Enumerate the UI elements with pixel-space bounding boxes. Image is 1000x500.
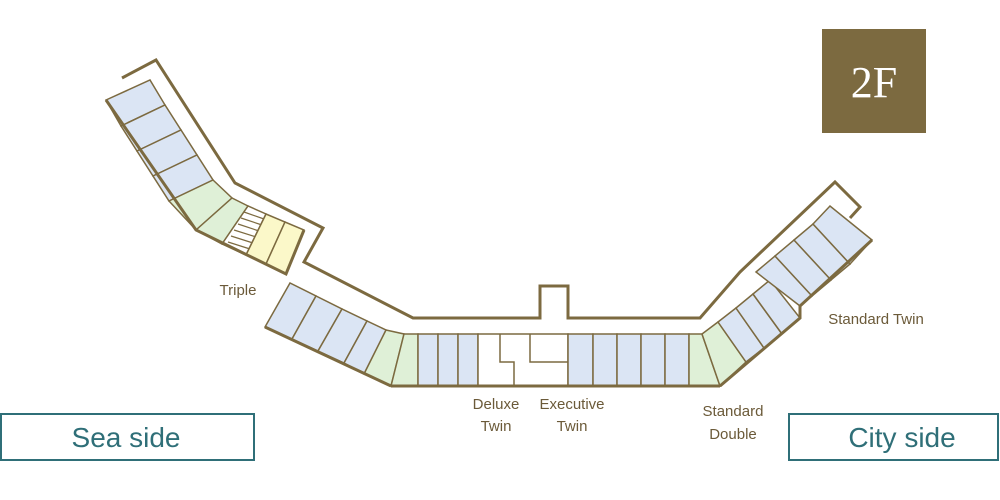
room-twin xyxy=(417,333,439,387)
stairs-lines xyxy=(227,211,265,250)
room-labels: Triple Standard Twin Deluxe Twin Executi… xyxy=(220,282,924,443)
room-twin xyxy=(457,333,479,387)
floor-badge: 2F xyxy=(822,29,926,133)
sea-side-box: Sea side xyxy=(0,413,255,461)
sea-side-label: Sea side xyxy=(72,422,181,453)
city-wing-rooms xyxy=(701,204,874,388)
rooms xyxy=(104,79,874,388)
label-triple: Triple xyxy=(220,282,257,299)
service-partition xyxy=(499,334,515,386)
label-executive-twin-line2: Twin xyxy=(557,418,588,435)
floor-badge-bg xyxy=(822,29,926,133)
city-side-box: City side xyxy=(788,413,999,461)
label-deluxe-twin-line1: Deluxe xyxy=(473,396,520,413)
room-twin xyxy=(640,333,666,387)
city-side-label: City side xyxy=(848,422,955,453)
label-standard-double-line2: Double xyxy=(709,426,757,443)
central-rooms xyxy=(391,333,722,388)
wing-outer-wall xyxy=(104,99,306,277)
room-twin xyxy=(567,333,594,387)
room-twin xyxy=(592,333,618,387)
lower-outer-wall xyxy=(264,325,392,388)
sea-lower-rooms xyxy=(263,282,419,388)
sea-wing-rooms xyxy=(104,79,306,277)
service-area xyxy=(477,333,569,387)
corridor-outline xyxy=(121,58,863,320)
service-partition xyxy=(529,334,568,363)
label-executive-twin-line1: Executive xyxy=(539,396,604,413)
room-twin xyxy=(664,333,690,387)
city-outer-wall xyxy=(719,238,874,388)
floor-label: 2F xyxy=(851,58,897,107)
room-twin xyxy=(437,333,459,387)
label-standard-double-line1: Standard xyxy=(703,403,764,420)
room-twin xyxy=(616,333,642,387)
label-deluxe-twin-line2: Twin xyxy=(481,418,512,435)
label-standard-twin: Standard Twin xyxy=(828,311,924,328)
